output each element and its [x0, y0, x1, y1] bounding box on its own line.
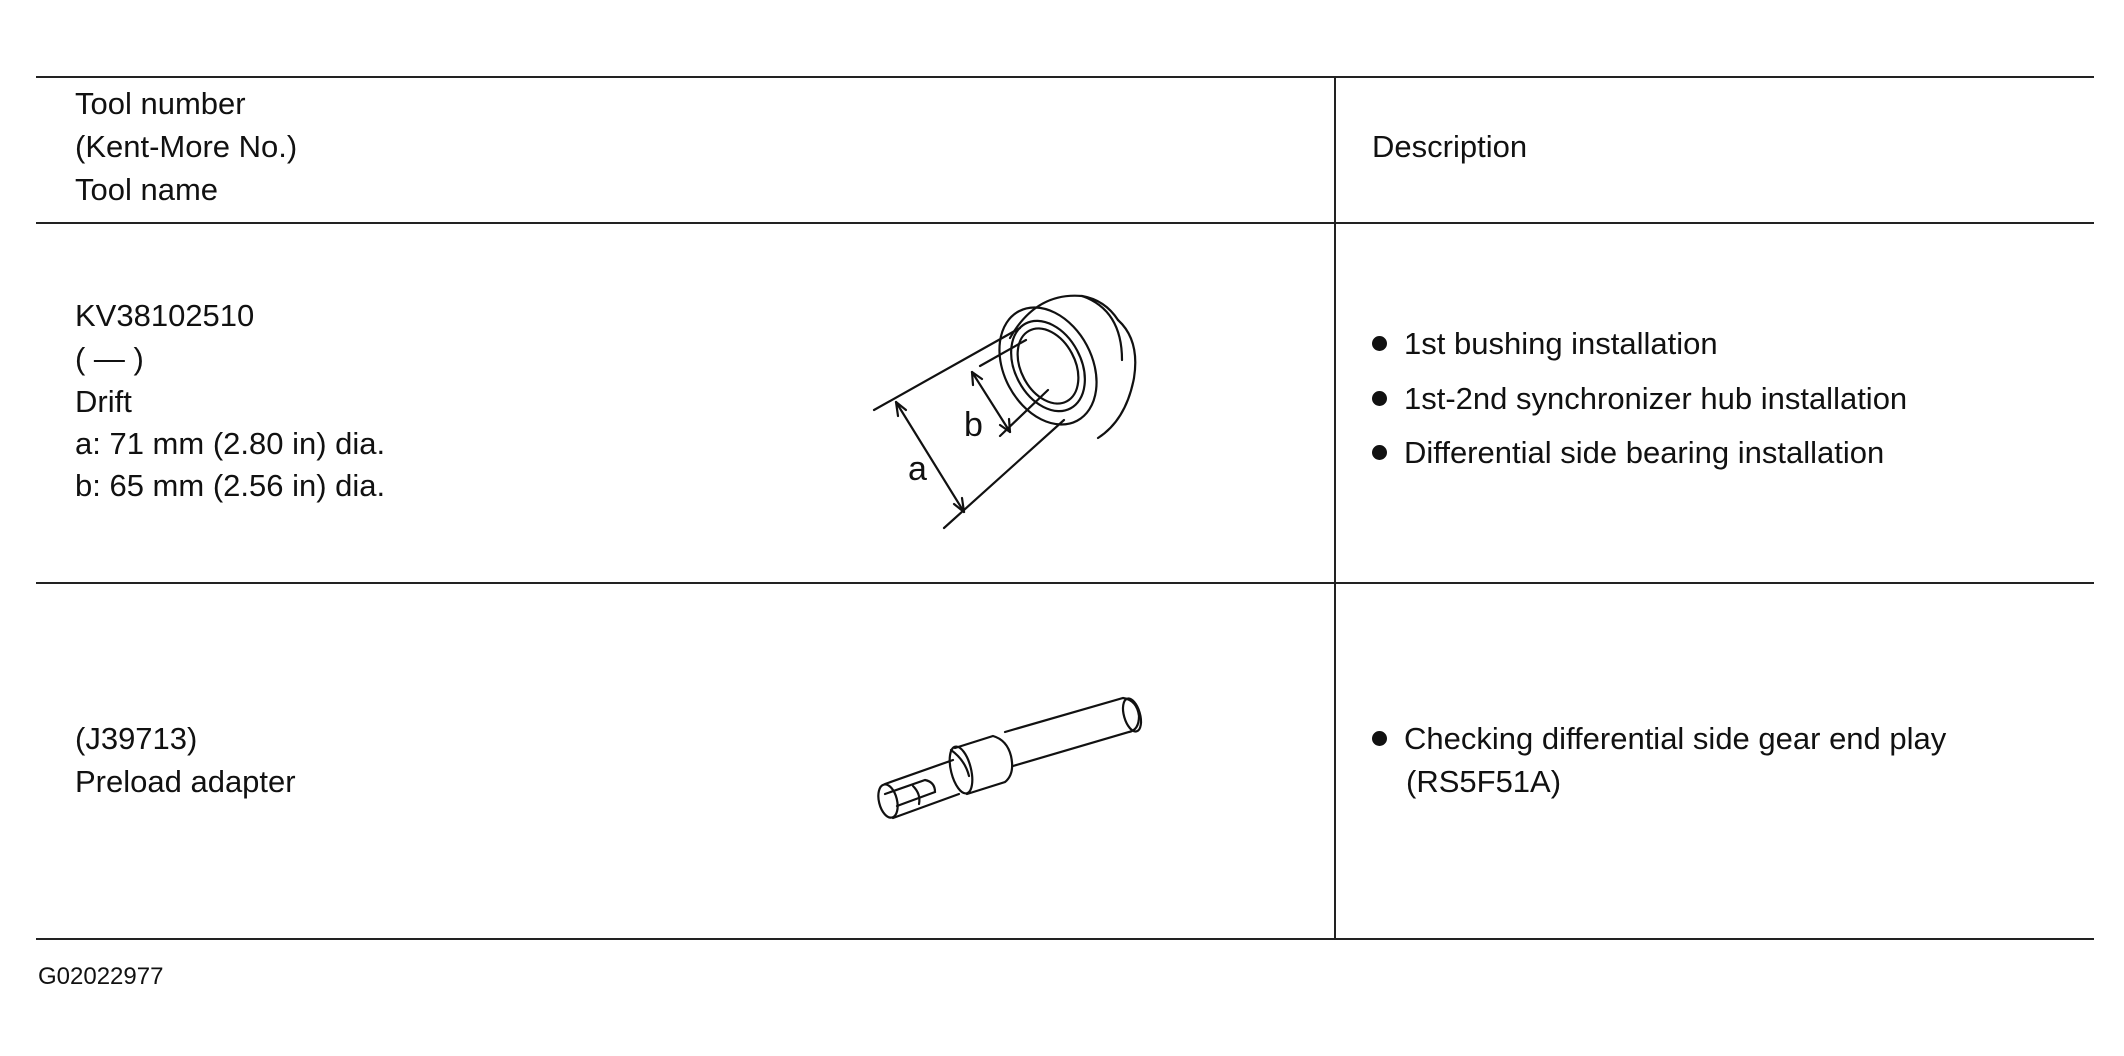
- adapter-rod-end: [1121, 697, 1143, 733]
- adapter-collar: [953, 734, 1014, 796]
- drift-front-rim: [998, 306, 1098, 426]
- row1-description-item-1: 1st bushing installation: [1372, 322, 1718, 365]
- row1-description-text-2: 1st-2nd synchronizer hub installation: [1404, 381, 1908, 416]
- bullet-icon: [1372, 731, 1387, 747]
- header-tool-number: Tool number: [75, 86, 246, 121]
- arrowhead-a-bottom: [952, 496, 966, 514]
- header-description: Description: [1372, 129, 1528, 164]
- arrowhead-b-top: [970, 370, 984, 387]
- table-bottom-rule: [36, 938, 2094, 940]
- dimension-arrow-a: [894, 400, 966, 514]
- header-bottom-rule: [36, 222, 2094, 224]
- drift-back-edge: [1096, 318, 1137, 440]
- dimension-arrow-b: [970, 370, 1012, 434]
- row2-tool-name: Preload adapter: [75, 764, 296, 799]
- figure-id: G02022977: [38, 963, 164, 990]
- arrowhead-b-bottom: [998, 417, 1012, 434]
- row2-description-text-1: Checking differential side gear end play: [1404, 721, 1947, 756]
- row1-description-text-3: Differential side bearing installation: [1404, 435, 1885, 470]
- row1-description-item-3: Differential side bearing installation: [1372, 431, 1884, 474]
- bullet-icon: [1372, 391, 1387, 407]
- row2-kent-more: (J39713): [75, 721, 198, 756]
- adapter-slot-edge: [911, 784, 921, 806]
- drift-extension-line-a-top: [872, 326, 1022, 412]
- drift-extension-line-b-top: [978, 338, 1028, 368]
- row1-spec-b: b: 65 mm (2.56 in) dia.: [75, 468, 386, 503]
- row1-kent-more: ( — ): [75, 341, 144, 376]
- adapter-head-top: [883, 758, 955, 786]
- row2-description-continuation: (RS5F51A): [1406, 764, 1562, 799]
- row2-description-item-1: Checking differential side gear end play: [1372, 717, 1946, 760]
- row1-description-item-2: 1st-2nd synchronizer hub installation: [1372, 377, 1907, 420]
- adapter-head-bottom: [891, 792, 961, 820]
- row1-spec-a: a: 71 mm (2.80 in) dia.: [75, 426, 386, 461]
- drift-inner-bore: [1010, 319, 1086, 413]
- arrowhead-a-top: [894, 400, 908, 418]
- row1-tool-number: KV38102510: [75, 298, 255, 333]
- column-divider-rule: [1334, 77, 1336, 940]
- bullet-icon: [1372, 445, 1387, 461]
- row1-tool-name: Drift: [75, 384, 132, 419]
- header-tool-name: Tool name: [75, 172, 219, 207]
- header-kent-more: (Kent-More No.): [75, 129, 298, 164]
- table-top-rule: [36, 76, 2094, 78]
- row1-description-text-1: 1st bushing installation: [1404, 326, 1718, 361]
- adapter-slot: [883, 778, 937, 808]
- dimension-label-a: a: [908, 450, 927, 488]
- drift-illustration: a b: [872, 294, 1137, 530]
- adapter-rod: [1003, 696, 1141, 768]
- adapter-collar-shade: [949, 748, 971, 778]
- drift-shoulder: [1080, 294, 1124, 362]
- bullet-icon: [1372, 336, 1387, 352]
- adapter-collar-face: [948, 745, 974, 795]
- adapter-head-end: [877, 783, 899, 819]
- row-divider-rule: [36, 582, 2094, 584]
- drift-inner-bore-edge: [1016, 327, 1080, 405]
- dimension-label-b: b: [964, 406, 983, 444]
- preload-adapter-illustration: [877, 696, 1143, 820]
